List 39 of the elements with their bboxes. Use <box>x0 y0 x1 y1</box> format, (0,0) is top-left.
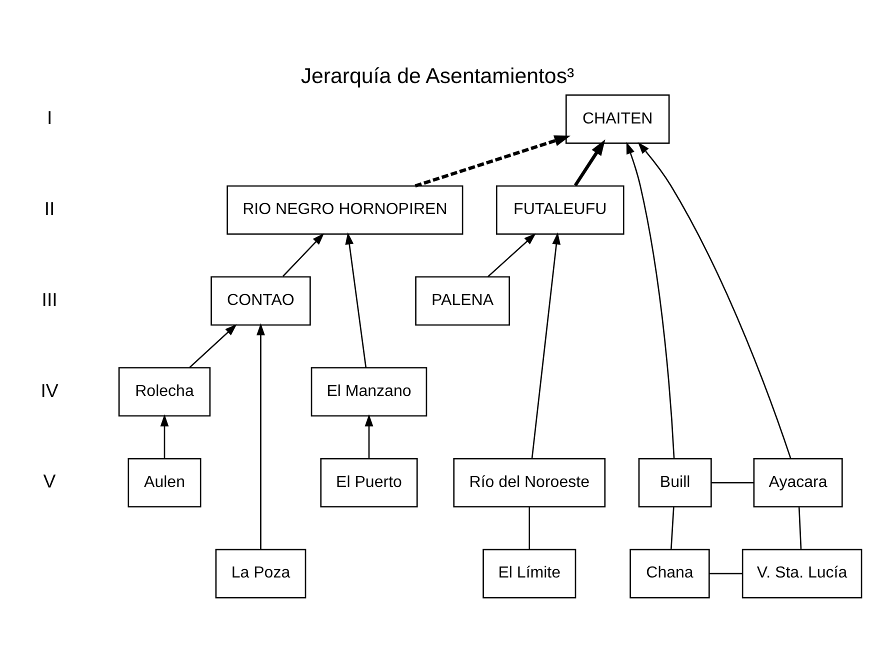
arrow <box>626 142 675 459</box>
node-box: El Manzano <box>310 367 428 417</box>
connector <box>712 482 754 484</box>
node-box: Rolecha <box>118 367 211 417</box>
arrow <box>638 142 792 459</box>
arrow <box>364 414 374 458</box>
arrow <box>488 233 536 278</box>
arrow <box>160 414 169 458</box>
label: I <box>46 107 52 128</box>
node-box: El Límite <box>482 548 576 598</box>
arrow <box>256 323 265 550</box>
connector <box>710 572 742 574</box>
label: V <box>43 470 56 492</box>
node-box: Ayacara <box>753 458 843 508</box>
diagram-title: Jerarquía de Asentamientos³ <box>300 64 574 88</box>
connector <box>670 507 674 549</box>
node-box: El Puerto <box>320 458 418 508</box>
arrow <box>282 233 324 277</box>
node-box: CHAITEN <box>565 94 670 144</box>
node-box: Aulen <box>128 458 202 508</box>
node-box: RIO NEGRO HORNOPIREN <box>226 185 464 235</box>
label: III <box>42 288 58 310</box>
arrow <box>574 139 606 186</box>
node-box: La Poza <box>215 548 306 598</box>
node-box: V. Sta. Lucía <box>742 548 862 598</box>
connector <box>528 507 530 549</box>
node-box: Buill <box>638 458 712 508</box>
node-box: CONTAO <box>210 276 311 326</box>
node-box: Río del Noroeste <box>453 458 606 508</box>
node-box: PALENA <box>415 276 510 326</box>
node-box: FUTALEUFU <box>496 185 624 235</box>
arrow <box>189 324 237 368</box>
arrow <box>414 135 570 188</box>
connector <box>798 507 802 549</box>
label: IV <box>40 380 58 401</box>
arrow <box>345 232 367 368</box>
label: II <box>44 198 55 219</box>
node-box: Chana <box>630 548 710 598</box>
arrow <box>531 232 561 458</box>
